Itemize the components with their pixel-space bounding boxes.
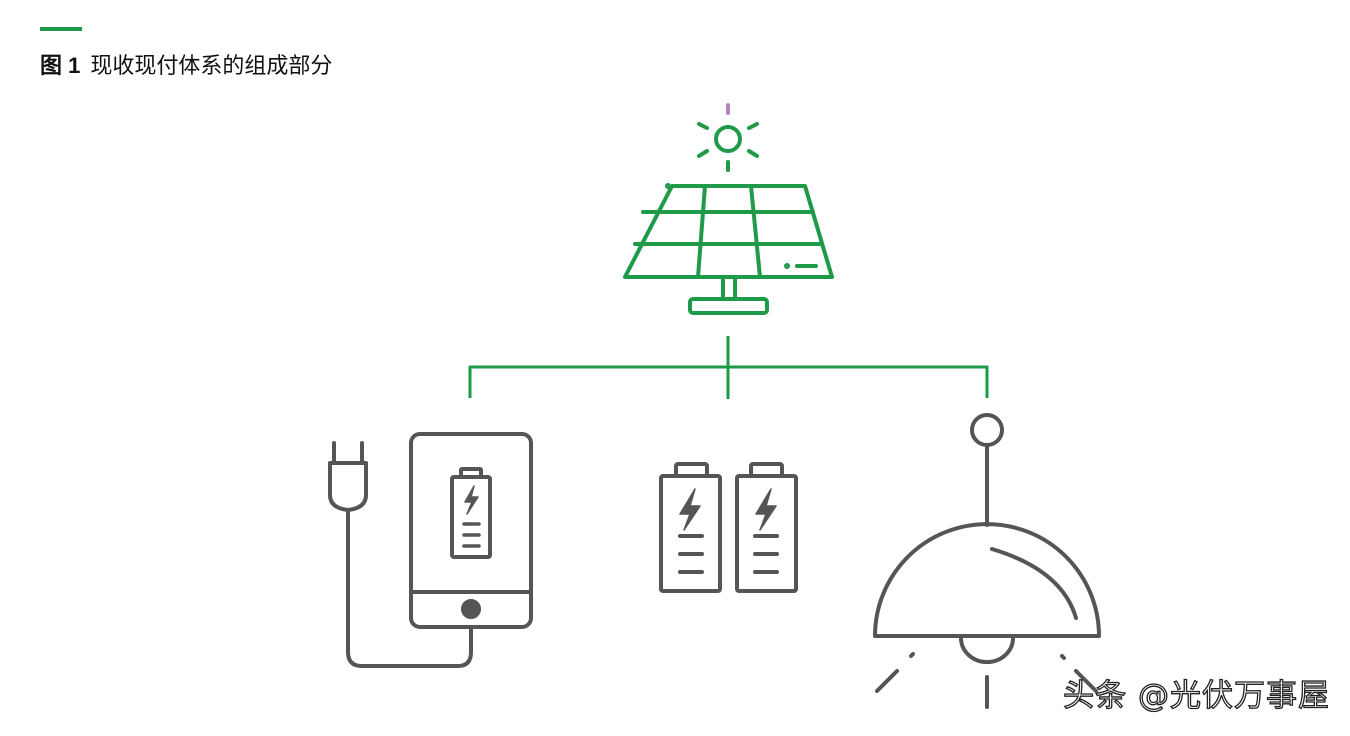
lightning-bolt-icon xyxy=(464,485,479,515)
battery-body xyxy=(735,474,798,593)
solar-panel-icon xyxy=(623,183,834,315)
phone-home-button xyxy=(461,599,481,619)
light-ray xyxy=(909,652,915,658)
lamp-shade-highlight xyxy=(990,547,1078,620)
sun-icon xyxy=(697,103,759,172)
figure-number: 图 1 xyxy=(40,53,81,78)
sun-ray xyxy=(747,122,759,130)
figure-title: 现收现付体系的组成部分 xyxy=(90,54,333,79)
panel-highlight-dot xyxy=(665,183,671,189)
phone-body xyxy=(409,432,533,629)
light-ray xyxy=(1060,654,1066,660)
lightning-bolt-icon xyxy=(679,488,701,531)
plug-body xyxy=(328,461,368,512)
light-ray xyxy=(875,669,899,693)
figure-caption: 图 1 现收现付体系的组成部分 xyxy=(40,51,332,82)
watermark: 头条 @光伏万事屋 xyxy=(1062,677,1330,714)
sun-ray xyxy=(747,149,759,158)
phone-battery-cap xyxy=(459,467,483,479)
lamp-bulb xyxy=(959,636,1015,664)
power-plug-icon xyxy=(328,441,473,668)
sun-ray xyxy=(697,149,709,158)
light-ray xyxy=(1074,669,1098,693)
panel-frame xyxy=(623,184,834,279)
battery-pair-icon xyxy=(659,462,798,593)
battery-right xyxy=(735,462,798,593)
panel-base xyxy=(688,297,769,315)
pendant-lamp-icon xyxy=(873,413,1101,709)
connector-tree xyxy=(468,336,989,399)
panel-col-line xyxy=(696,184,707,279)
sun-disc xyxy=(714,125,742,153)
mobile-phone-charging-icon xyxy=(409,432,533,629)
panel-highlight-dot xyxy=(784,263,790,269)
battery-left xyxy=(659,462,722,593)
lightning-bolt-icon xyxy=(755,488,777,531)
accent-bar xyxy=(40,27,82,31)
panel-col-line xyxy=(749,184,762,279)
lamp-shade xyxy=(873,522,1101,638)
sun-ray xyxy=(697,122,709,130)
battery-body xyxy=(659,474,722,593)
charging-cable xyxy=(346,508,473,668)
lamp-hook-ring xyxy=(970,413,1004,447)
